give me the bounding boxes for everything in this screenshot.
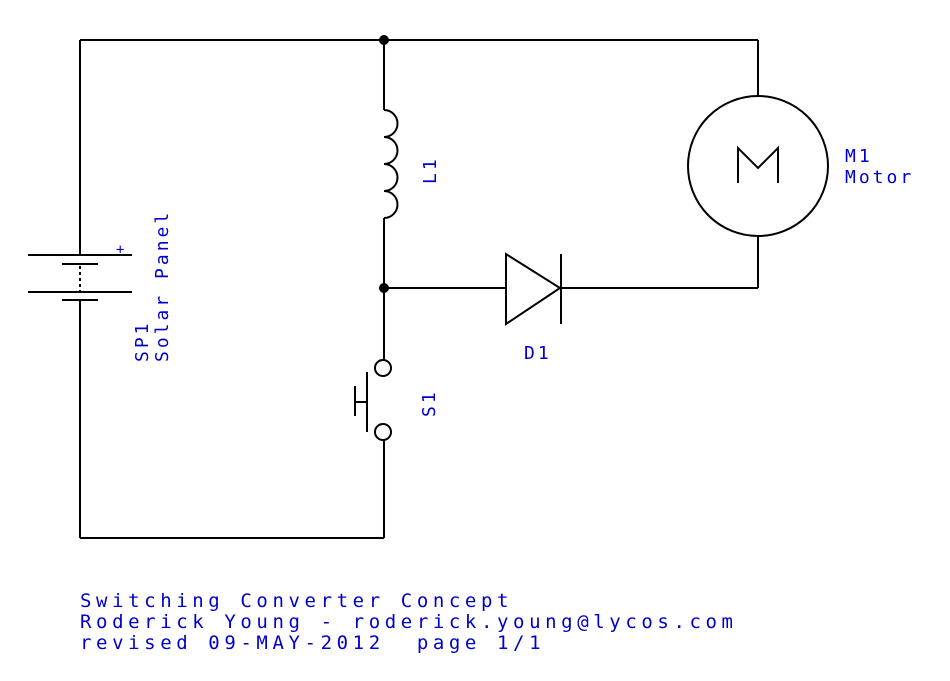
switch-ref: S1 xyxy=(419,389,440,417)
inductor-symbol xyxy=(383,109,399,219)
motor-ref: M1 xyxy=(845,146,873,167)
title-block-author: Roderick Young - roderick.young@lycos.co… xyxy=(80,611,738,633)
junction-top xyxy=(379,35,389,45)
junction-mid xyxy=(379,283,389,293)
solar-panel-polarity: + xyxy=(116,242,127,258)
diode-ref: D1 xyxy=(524,343,552,364)
diode-symbol xyxy=(505,252,562,326)
solar-panel-value: Solar Panel xyxy=(152,210,173,362)
title-block-title: Switching Converter Concept xyxy=(80,590,513,612)
solar-panel-ref: SP1 xyxy=(132,320,153,362)
inductor-ref: L1 xyxy=(420,156,441,184)
solar-panel-symbol xyxy=(28,254,132,301)
title-block-revision: revised 09-MAY-2012 page 1/1 xyxy=(80,632,545,654)
motor-m-glyph xyxy=(737,145,779,183)
motor-value: Motor xyxy=(845,167,914,188)
switch-symbol xyxy=(354,359,392,441)
wires xyxy=(79,39,759,539)
motor-symbol xyxy=(687,95,829,237)
